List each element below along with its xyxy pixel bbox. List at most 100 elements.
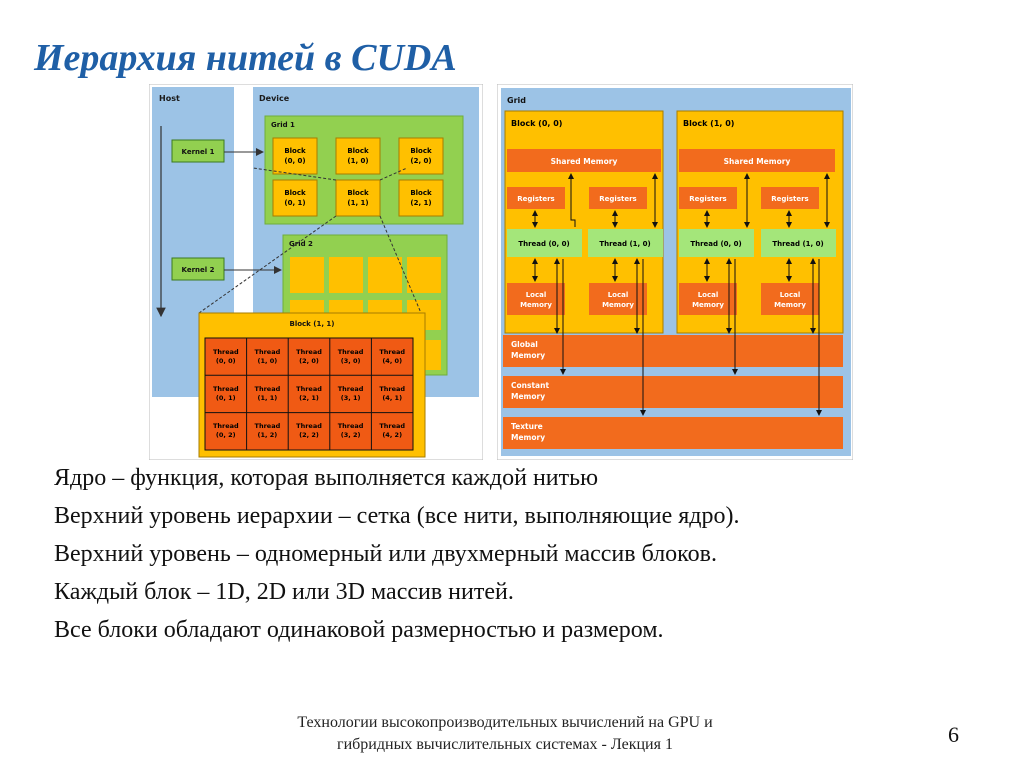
thread-index: (2, 0) <box>299 357 319 365</box>
thread-index: (0, 1) <box>216 394 236 402</box>
grid2-label: Grid 2 <box>289 240 313 248</box>
shared-memory-1 <box>679 149 835 172</box>
shared-memory-label: Shared Memory <box>724 157 791 166</box>
thread-index: (0, 2) <box>216 431 236 439</box>
kernel1-box <box>171 139 225 163</box>
global-label: Global <box>511 340 538 349</box>
local-label: Local <box>526 291 547 299</box>
thread-index: (4, 2) <box>382 431 402 439</box>
thread-label: Thread <box>213 385 239 393</box>
kernel1-label: Kernel 1 <box>182 148 215 156</box>
registers-label: Registers <box>771 195 808 203</box>
kernel2-box <box>171 257 225 281</box>
local-label: Local <box>608 291 629 299</box>
thread-label: Thread <box>213 348 239 356</box>
block-index: (2, 0) <box>410 157 431 165</box>
block-detail-label: Block (1, 1) <box>289 320 334 328</box>
block-label: Block <box>284 189 306 197</box>
block-index: (2, 1) <box>410 199 431 207</box>
thread-index: (3, 2) <box>341 431 361 439</box>
thread-index: (1, 0) <box>258 357 278 365</box>
thread-index: (1, 2) <box>258 431 278 439</box>
bullet-item: Каждый блок – 1D, 2D или 3D массив нитей… <box>54 579 514 605</box>
thread-index: (0, 0) <box>216 357 236 365</box>
thread-label: Thread <box>255 422 281 430</box>
local-memory-box <box>507 283 565 315</box>
slide-footer: Технологии высокопроизводительных вычисл… <box>240 712 770 756</box>
thread-label: Thread <box>296 422 322 430</box>
local-memory-box <box>761 283 819 315</box>
block-label: Block <box>347 147 369 155</box>
thread-label: Thread <box>255 348 281 356</box>
page-number: 6 <box>948 722 959 747</box>
block-label: Block <box>410 189 432 197</box>
bullet-item: Все блоки обладают одинаковой размерност… <box>54 617 664 643</box>
thread-label: Thread <box>338 385 364 393</box>
thread-index: (2, 2) <box>299 431 319 439</box>
local-memory-box <box>679 283 737 315</box>
local-label: Memory <box>520 301 552 309</box>
grid1-label: Grid 1 <box>271 121 295 129</box>
thread-label: Thread <box>379 422 405 430</box>
texture-label: Texture <box>511 422 543 431</box>
memory-access-arrows <box>532 173 830 416</box>
block-label: Block <box>284 147 306 155</box>
texture-label: Memory <box>511 433 545 442</box>
thread-index: (4, 1) <box>382 394 402 402</box>
host-label: Host <box>159 94 180 103</box>
thread-label: Thread (0, 0) <box>690 240 741 248</box>
thread-label: Thread (0, 0) <box>518 240 569 248</box>
local-label: Memory <box>692 301 724 309</box>
thread-index: (3, 1) <box>341 394 361 402</box>
block-index: (0, 0) <box>284 157 305 165</box>
device-label: Device <box>259 94 290 103</box>
block-label: Block <box>410 147 432 155</box>
thread-hierarchy-svg: Host Device Kernel 1 Kernel 2 Grid 1 Blo… <box>149 84 483 460</box>
thread-box <box>588 229 663 257</box>
thread-grid: Thread (0, 0) Thread (1, 0) Thread (2, 0… <box>204 337 414 451</box>
thread-label: Thread <box>213 422 239 430</box>
registers-label: Registers <box>599 195 636 203</box>
local-label: Local <box>780 291 801 299</box>
local-label: Memory <box>602 301 634 309</box>
slide-title: Иерархия нитей в CUDA <box>34 37 457 79</box>
memory-hierarchy-svg: Grid Block (0, 0) Shared Memory Register… <box>497 84 853 460</box>
thread-box <box>761 229 836 257</box>
bullet-list: Ядро – функция, которая выполняется кажд… <box>54 462 946 652</box>
registers-box <box>507 187 565 209</box>
kernel2-label: Kernel 2 <box>182 266 215 274</box>
thread-index: (1, 1) <box>258 394 278 402</box>
thread-index: (2, 1) <box>299 394 319 402</box>
memory-hierarchy-diagram: Grid Block (0, 0) Shared Memory Register… <box>497 84 853 460</box>
registers-label: Registers <box>689 195 726 203</box>
thread-box <box>679 229 754 257</box>
local-memory-box <box>589 283 647 315</box>
thread-box <box>507 229 582 257</box>
constant-label: Memory <box>511 392 545 401</box>
bullet-item: Ядро – функция, которая выполняется кажд… <box>54 465 598 491</box>
bullet-item: Верхний уровень иерархии – сетка (все ни… <box>54 503 740 529</box>
grid-label: Grid <box>507 96 526 105</box>
bullet-item: Верхний уровень – одномерный или двухмер… <box>54 541 717 567</box>
thread-index: (3, 0) <box>341 357 361 365</box>
registers-box <box>761 187 819 209</box>
shared-memory-label: Shared Memory <box>551 157 618 166</box>
block-index: (0, 1) <box>284 199 305 207</box>
thread-label: Thread (1, 0) <box>772 240 823 248</box>
block-index: (1, 1) <box>347 199 368 207</box>
global-label: Memory <box>511 351 545 360</box>
footer-line: гибридных вычислительных системах - Лекц… <box>337 736 673 753</box>
registers-box <box>679 187 737 209</box>
local-label: Memory <box>774 301 806 309</box>
thread-label: Thread <box>296 348 322 356</box>
block-label: Block <box>347 189 369 197</box>
thread-hierarchy-diagram: Host Device Kernel 1 Kernel 2 Grid 1 Blo… <box>149 84 483 460</box>
shared-memory-0 <box>507 149 661 172</box>
thread-label: Thread <box>338 348 364 356</box>
thread-label: Thread (1, 0) <box>599 240 650 248</box>
footer-line: Технологии высокопроизводительных вычисл… <box>297 714 713 731</box>
registers-label: Registers <box>517 195 554 203</box>
registers-box <box>589 187 647 209</box>
constant-memory-bar <box>503 376 843 408</box>
constant-label: Constant <box>511 381 549 390</box>
